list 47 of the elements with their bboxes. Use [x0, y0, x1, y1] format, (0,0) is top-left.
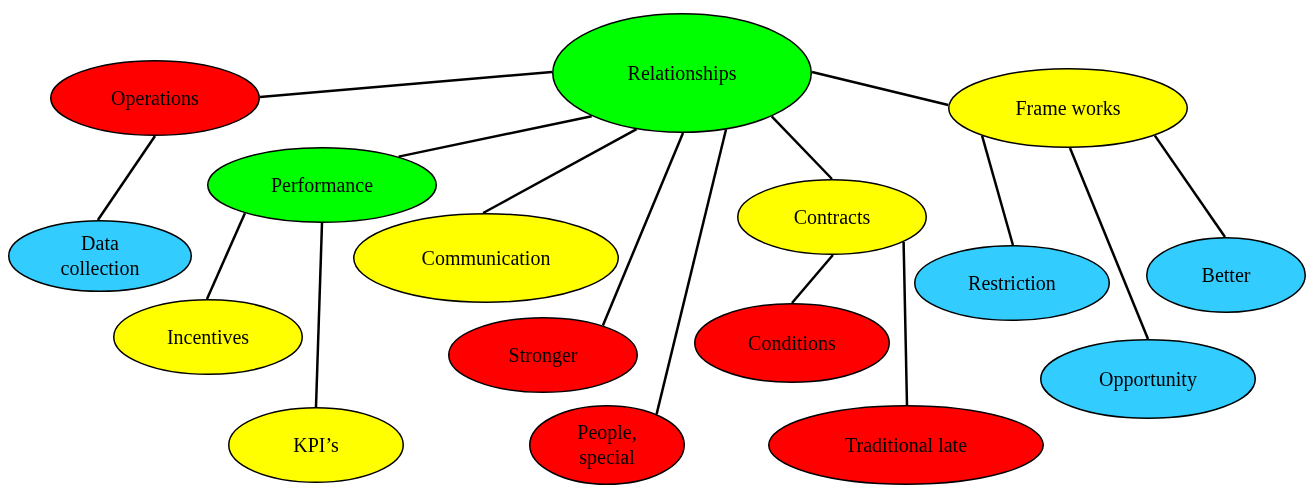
ellipse-node [207, 147, 437, 223]
connector-line [205, 212, 247, 300]
node-label: Performance [270, 172, 374, 198]
connector-line [259, 70, 553, 99]
node-label: Restriction [968, 270, 1056, 296]
connector-line [1068, 147, 1150, 340]
connector-line [398, 114, 592, 158]
connector-line [811, 70, 949, 107]
node-label: Communication [421, 245, 551, 271]
ellipse-node [113, 299, 303, 375]
node-label: Operations [111, 85, 199, 111]
connector-line [96, 135, 157, 221]
ellipse-node [448, 317, 638, 393]
node-label: KPI’s [293, 432, 339, 458]
ellipse-node [914, 245, 1110, 321]
connector-line [482, 128, 638, 215]
connector-line [655, 129, 728, 415]
ellipse-node [353, 213, 619, 303]
ellipse-node [529, 405, 685, 485]
node-label: People, special [576, 420, 638, 470]
node-label: Conditions [748, 330, 836, 356]
connector-line [314, 222, 324, 408]
node-label: Frame works [1015, 95, 1121, 121]
node-label: Relationships [627, 60, 737, 86]
ellipse-node [737, 179, 927, 255]
connector-line [980, 135, 1015, 246]
ellipse-node [948, 68, 1188, 148]
connector-line [902, 241, 909, 406]
ellipse-node [228, 407, 404, 483]
node-label: Data collection [59, 231, 141, 281]
connector-line [770, 115, 833, 180]
connector-line [791, 254, 834, 304]
ellipse-node [1040, 339, 1256, 419]
ellipse-node [8, 220, 192, 292]
ellipse-node [1146, 237, 1306, 313]
node-label: Opportunity [1099, 366, 1197, 392]
connector-line [1153, 134, 1227, 238]
connector-line [601, 132, 685, 326]
ellipse-node [50, 60, 260, 136]
node-label: Contracts [793, 204, 871, 230]
node-label: Traditional late [845, 432, 967, 458]
node-label: Stronger [508, 342, 578, 368]
node-label: Better [1201, 262, 1251, 288]
node-label: Incentives [166, 324, 250, 350]
ellipse-node [768, 405, 1044, 485]
ellipse-node [552, 13, 812, 133]
ellipse-node [694, 303, 890, 383]
